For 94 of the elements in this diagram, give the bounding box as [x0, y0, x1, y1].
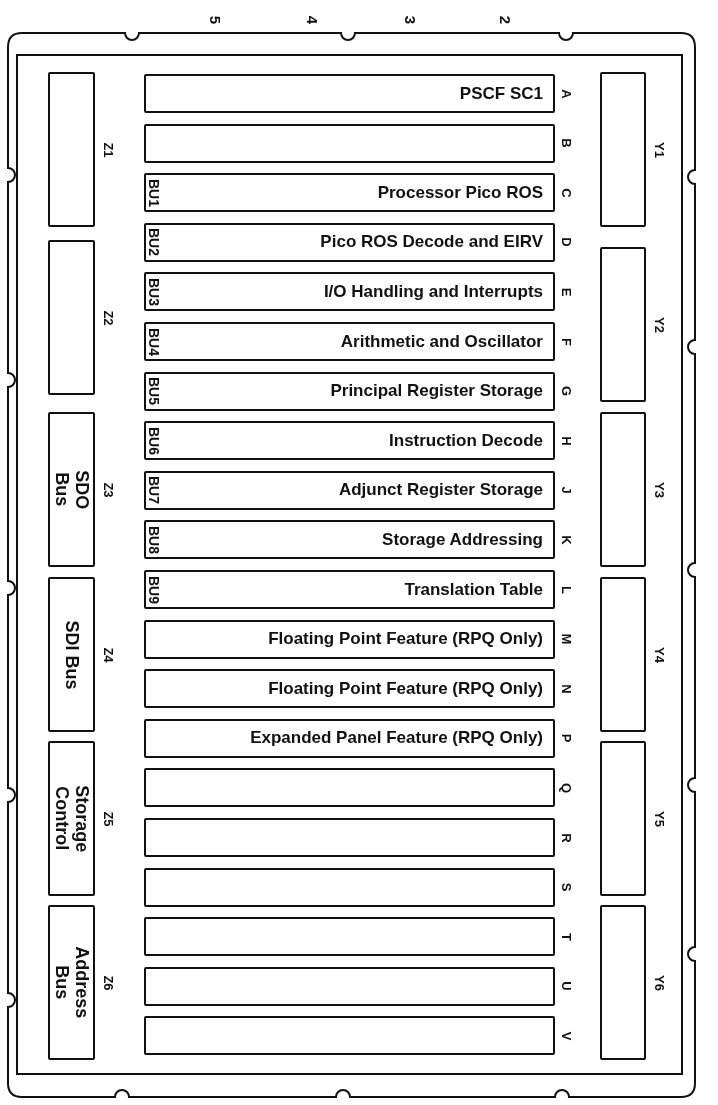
card-label: I/O Handling and Interrupts — [323, 281, 543, 302]
bus-slot — [48, 577, 95, 732]
card-slot — [144, 74, 555, 113]
card-label: Adjunct Register Storage — [338, 480, 543, 501]
slot-code: Z1 — [100, 141, 116, 158]
slot-code: Z3 — [100, 481, 116, 498]
slot-label: SDO Bus — [51, 469, 92, 511]
row-letter: J — [558, 486, 574, 494]
slot-code: Y2 — [651, 316, 667, 333]
slot-code: Y4 — [651, 646, 667, 663]
slot-code: Y6 — [651, 974, 667, 991]
row-letter: E — [558, 287, 574, 297]
row-letter: C — [558, 188, 574, 198]
slot-code: BU5 — [147, 377, 161, 406]
connector-slot — [600, 577, 646, 732]
connector-slot — [600, 741, 646, 896]
row-letter: L — [558, 585, 574, 594]
slot-code: BU2 — [147, 228, 161, 257]
card-slot — [144, 371, 555, 411]
slot-label: SDI Bus — [61, 620, 82, 689]
card-label: Instruction Decode — [389, 430, 543, 451]
slot-code: Y5 — [651, 810, 667, 827]
card-label: PSCF SC1 — [459, 83, 543, 104]
row-letter: N — [558, 684, 574, 694]
card-slot — [144, 669, 555, 709]
card-slot — [144, 222, 555, 262]
card-label: Pico ROS Decode and EIRV — [320, 232, 543, 253]
card-slot — [144, 421, 555, 461]
slot-code: Z2 — [100, 309, 116, 326]
row-letter: M — [558, 633, 574, 645]
card-slot — [144, 570, 555, 609]
card-label: Arithmetic and Oscillator — [340, 331, 543, 352]
row-letter: D — [558, 237, 574, 247]
column-number: 3 — [401, 15, 419, 25]
row-letter: G — [558, 386, 574, 397]
bus-slot — [48, 412, 95, 567]
card-slot — [144, 272, 555, 312]
card-slot — [144, 520, 555, 560]
card-slot — [144, 768, 555, 808]
row-letter: F — [558, 337, 574, 346]
connector-slot — [600, 412, 646, 567]
row-letter: S — [558, 882, 574, 892]
card-slot — [144, 123, 555, 163]
card-label: Principal Register Storage — [330, 381, 543, 402]
card-slot — [144, 867, 555, 907]
column-number: 4 — [303, 15, 321, 25]
card-slot — [144, 966, 555, 1006]
bus-slot — [48, 741, 95, 896]
card-label: Floating Point Feature (RPQ Only) — [268, 678, 543, 699]
row-letter: V — [558, 1031, 574, 1041]
bus-slot — [48, 72, 95, 227]
slot-code: BU4 — [147, 327, 161, 356]
card-label: Expanded Panel Feature (RPQ Only) — [250, 728, 543, 749]
bus-slot — [48, 240, 95, 395]
row-letter: P — [558, 733, 574, 743]
row-letter: T — [558, 932, 574, 941]
card-slot — [144, 173, 555, 213]
card-label: Translation Table — [404, 579, 543, 600]
slot-code: Z5 — [100, 810, 116, 827]
connector-slot — [600, 905, 646, 1060]
slot-code: Z4 — [100, 646, 116, 663]
card-label: Floating Point Feature (RPQ Only) — [268, 629, 543, 650]
row-letter: B — [558, 138, 574, 148]
card-slot — [144, 322, 555, 361]
slot-label: Storage Control — [51, 784, 92, 854]
row-letter: K — [558, 535, 574, 545]
slot-code: BU9 — [147, 575, 161, 604]
card-label: Storage Addressing — [382, 529, 543, 550]
slot-code: Y3 — [651, 481, 667, 498]
row-letter: H — [558, 436, 574, 446]
row-letter: U — [558, 981, 574, 991]
card-slot — [144, 470, 555, 510]
slot-code: BU8 — [147, 525, 161, 554]
column-number: 5 — [206, 15, 224, 25]
row-letter: A — [558, 88, 574, 99]
card-slot — [144, 818, 555, 857]
slot-code: Y1 — [651, 141, 667, 158]
card-slot — [144, 1016, 555, 1056]
row-letter: Q — [558, 782, 574, 793]
slot-code: BU6 — [147, 426, 161, 455]
card-slot — [144, 917, 555, 957]
bus-slot — [48, 905, 95, 1060]
card-slot — [144, 718, 555, 758]
card-label: Processor Pico ROS — [377, 182, 543, 203]
slot-code: BU7 — [147, 476, 161, 505]
slot-label: Address Bus — [51, 945, 92, 1021]
row-letter: R — [558, 832, 574, 843]
card-slot — [144, 619, 555, 659]
slot-code: Z6 — [100, 974, 116, 991]
connector-slot — [600, 247, 646, 402]
connector-slot — [600, 72, 646, 227]
column-number: 2 — [496, 15, 514, 25]
slot-code: BU3 — [147, 277, 161, 306]
slot-code: BU1 — [147, 178, 161, 207]
